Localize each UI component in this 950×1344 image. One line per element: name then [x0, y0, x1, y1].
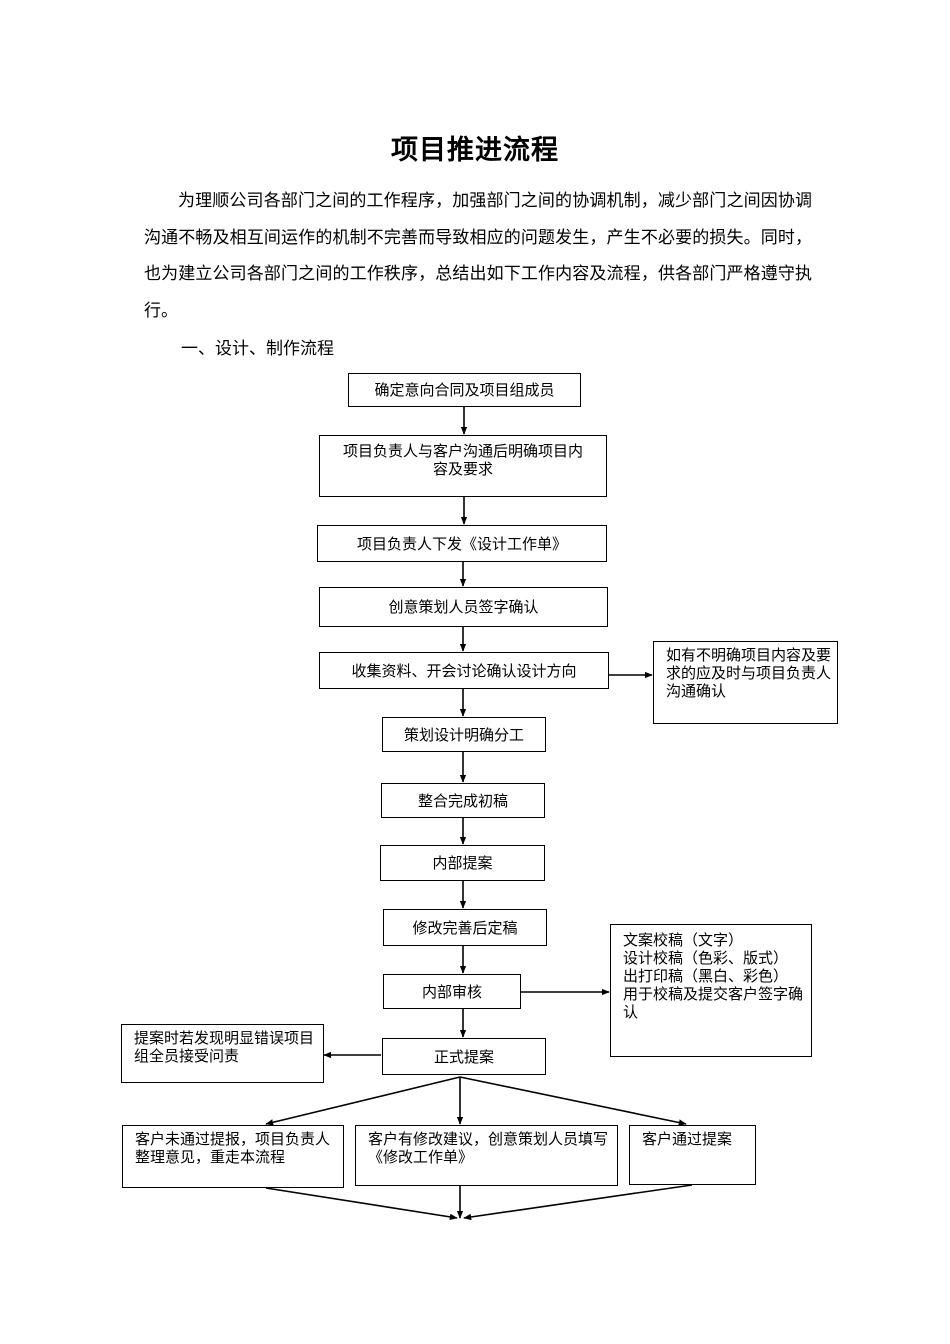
flow-step-4: 创意策划人员签字确认 — [319, 587, 608, 627]
intro-paragraph: 为理顺公司各部门之间的工作程序，加强部门之间的协调机制，减少部门之间因协调沟通不… — [144, 191, 812, 321]
flow-step-2: 项目负责人与客户沟通后明确项目内容及要求 — [319, 435, 607, 497]
flow-step-10: 内部审核 — [383, 974, 521, 1009]
arrow-to-outcome1 — [265, 1076, 461, 1126]
proposal-note-box: 提案时若发现明显错误项目组全员接受问责 — [121, 1024, 324, 1083]
arrow-outcome1-merge — [265, 1187, 458, 1221]
discussion-note-box: 如有不明确项目内容及要求的应及时与项目负责人沟通确认 — [653, 641, 838, 724]
flow-step-5: 收集资料、开会讨论确认设计方向 — [319, 652, 609, 689]
flow-step-9: 修改完善后定稿 — [383, 909, 547, 946]
section-heading: 一、设计、制作流程 — [181, 339, 334, 359]
outcome-revision-box: 客户有修改建议，创意策划人员填写《修改工作单》 — [355, 1125, 618, 1186]
arrow-to-outcome3 — [459, 1076, 687, 1126]
review-note-box: 文案校稿（文字） 设计校稿（色彩、版式） 出打印稿（黑白、彩色） 用于校稿及提交… — [610, 924, 812, 1057]
flow-step-3: 项目负责人下发《设计工作单》 — [317, 525, 607, 562]
intro-text: 为理顺公司各部门之间的工作程序，加强部门之间的协调机制，减少部门之间因协调沟通不… — [144, 183, 812, 329]
flow-step-7: 整合完成初稿 — [381, 783, 545, 818]
arrow-outcome3-merge — [463, 1184, 693, 1221]
flow-step-1: 确定意向合同及项目组成员 — [348, 373, 581, 407]
document-title: 项目推进流程 — [391, 135, 559, 166]
outcome-rejected-box: 客户未通过提报，项目负责人整理意见，重走本流程 — [122, 1125, 344, 1188]
flow-step-11: 正式提案 — [382, 1038, 546, 1075]
flow-step-6: 策划设计明确分工 — [382, 717, 546, 752]
outcome-approved-box: 客户通过提案 — [629, 1125, 756, 1185]
flow-step-8: 内部提案 — [380, 845, 545, 881]
